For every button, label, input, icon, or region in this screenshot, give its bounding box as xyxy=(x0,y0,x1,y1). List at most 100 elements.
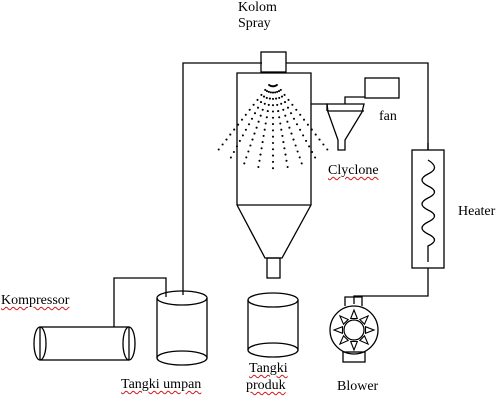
spray-droplet xyxy=(232,150,235,154)
feed-tank-top xyxy=(156,290,208,306)
spray-droplet xyxy=(267,103,270,106)
blower-base xyxy=(342,351,366,363)
spray-droplet xyxy=(263,102,266,105)
spray-droplet xyxy=(300,162,303,165)
spray-droplet xyxy=(255,126,258,129)
spray-droplet xyxy=(279,122,282,125)
spray-droplet xyxy=(263,128,266,131)
spray-droplet xyxy=(326,148,329,151)
spray-droplet xyxy=(258,159,261,162)
spray-droplet xyxy=(271,110,275,113)
spray-droplet xyxy=(243,162,246,165)
label-kolom: Kolom xyxy=(238,0,277,15)
spray-droplet xyxy=(269,91,272,94)
spray-droplet xyxy=(305,139,308,142)
spray-droplet xyxy=(276,90,279,93)
spray-droplet xyxy=(261,108,264,111)
spray-droplet xyxy=(217,148,220,151)
cyclone-inlet xyxy=(311,103,328,111)
spray-droplet xyxy=(275,83,278,87)
spray-droplet xyxy=(259,114,262,117)
spray-droplet xyxy=(253,132,256,135)
blower-to-heater-pipe xyxy=(353,268,429,304)
spray-droplet xyxy=(271,167,275,170)
product-tank-top xyxy=(247,292,299,308)
spray-droplet xyxy=(291,103,294,106)
spray-droplet xyxy=(278,116,281,119)
spray-droplet xyxy=(286,165,289,169)
spray-droplet xyxy=(277,90,281,93)
spray-droplet xyxy=(271,141,275,145)
spray-droplet xyxy=(268,97,271,100)
spray-droplet xyxy=(265,90,269,93)
spray-droplet xyxy=(282,108,285,111)
spray-droplet xyxy=(318,138,321,141)
compressor-pipe xyxy=(113,277,167,327)
impeller-vane xyxy=(358,314,370,326)
spray-droplet xyxy=(240,118,244,121)
spray-droplet xyxy=(271,104,275,107)
spray-droplet xyxy=(276,103,279,106)
spray-droplet xyxy=(288,126,291,129)
spray-droplet xyxy=(289,112,293,115)
hot-air-pipe xyxy=(286,62,429,150)
spray-droplet xyxy=(302,118,306,121)
spray-droplet xyxy=(262,134,265,137)
spray-droplet xyxy=(271,123,275,126)
impeller-vane xyxy=(338,314,350,326)
spray-droplet xyxy=(283,101,287,104)
spray-droplet xyxy=(271,160,275,163)
spray-droplet xyxy=(229,133,232,136)
label-blower: Blower xyxy=(337,379,379,394)
heating-coil-icon xyxy=(421,159,436,262)
fan-box xyxy=(364,77,400,99)
spray-droplet xyxy=(251,138,254,141)
spray-droplet xyxy=(252,103,255,106)
compressor-end-right xyxy=(122,326,136,361)
spray-droplet xyxy=(260,93,263,96)
compressor-body xyxy=(39,326,130,361)
spray-droplet xyxy=(274,91,277,94)
spray-droplet xyxy=(259,101,263,104)
spray-droplet xyxy=(257,120,260,123)
spray-droplet xyxy=(271,154,275,157)
compressor-end-left xyxy=(33,326,47,361)
label-tangki: Tangki xyxy=(249,361,288,376)
spray-droplet xyxy=(245,156,248,159)
spray-droplet xyxy=(279,88,282,91)
blower-outlet xyxy=(344,296,363,306)
spray-droplet xyxy=(256,98,259,101)
label-fan: fan xyxy=(379,109,397,124)
spray-droplet xyxy=(229,156,232,159)
spray-nozzle xyxy=(260,51,287,73)
spray-droplet xyxy=(267,90,270,93)
spray-droplet xyxy=(282,141,285,144)
spray-droplet xyxy=(235,145,238,148)
impeller-vane xyxy=(332,325,344,335)
spray-droplet xyxy=(302,134,305,137)
spray-droplet xyxy=(241,134,244,137)
spray-droplet xyxy=(264,122,267,125)
spray-droplet xyxy=(284,114,287,117)
spray-droplet xyxy=(286,106,290,109)
spray-droplet xyxy=(266,110,269,113)
spray-droplet xyxy=(299,128,302,131)
label-produk: produk xyxy=(246,378,286,393)
spray-droplet xyxy=(296,150,299,153)
spray-droplet xyxy=(271,135,275,138)
spray-droplet xyxy=(271,116,275,119)
heater-coil-path xyxy=(421,159,436,262)
spray-droplet xyxy=(308,145,311,148)
spray-droplet xyxy=(221,143,224,146)
spray-droplet xyxy=(283,147,286,150)
spray-droplet xyxy=(295,108,298,111)
spray-droplet xyxy=(238,139,241,142)
spray-droplet xyxy=(314,133,317,136)
spray-droplet xyxy=(259,153,262,156)
cyclone xyxy=(326,103,365,151)
label-spray: Spray xyxy=(238,16,271,31)
spray-droplet xyxy=(295,123,299,126)
impeller-vane xyxy=(349,308,359,320)
